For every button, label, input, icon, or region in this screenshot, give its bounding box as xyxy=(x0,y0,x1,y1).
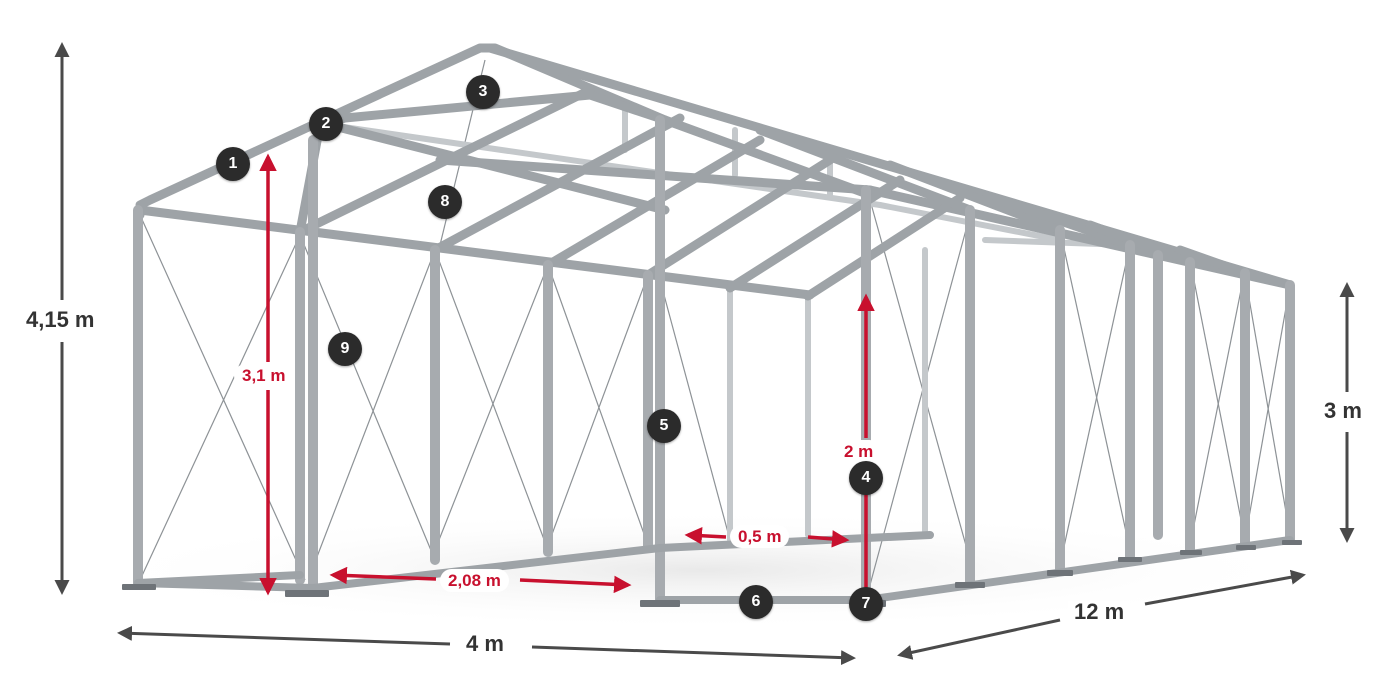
red-measure-arrows xyxy=(259,153,875,598)
marker-5: 5 xyxy=(647,409,681,443)
marker-4: 4 xyxy=(849,461,883,495)
ground-rails xyxy=(134,531,1294,604)
width-label: 4 m xyxy=(460,633,510,655)
width-4-arrow-right xyxy=(531,645,856,666)
base-plates xyxy=(122,540,1302,607)
marker-9: 9 xyxy=(328,332,362,366)
door-width-arrow-left xyxy=(329,566,437,585)
marker-2: 2 xyxy=(309,107,343,141)
marker-1: 1 xyxy=(216,147,250,181)
length-12-arrow xyxy=(897,618,1061,660)
marker-3: 3 xyxy=(466,75,500,109)
length-label: 12 m xyxy=(1068,601,1131,623)
bracing-cables xyxy=(139,59,1291,586)
marker-8: 8 xyxy=(428,185,462,219)
gap-arrow-right xyxy=(807,530,850,548)
door-height-label: 2 m xyxy=(836,440,882,463)
floor-shadow xyxy=(80,510,1320,630)
door-width-label: 2,08 m xyxy=(440,569,509,592)
length-12-arrow-right xyxy=(1144,569,1306,606)
dimension-arrows xyxy=(54,42,1355,666)
door-width-arrow-right xyxy=(519,575,632,594)
uprights xyxy=(133,115,1295,605)
side-height-label: 3 m xyxy=(1318,400,1368,422)
far-frame xyxy=(327,107,1133,543)
inner-height-label: 3,1 m xyxy=(234,364,294,387)
width-4-arrow xyxy=(117,625,451,646)
gap-arrow-left xyxy=(684,526,727,545)
marker-7: 7 xyxy=(849,587,883,621)
gap-label: 0,5 m xyxy=(730,525,790,548)
marker-6: 6 xyxy=(739,585,773,619)
total-height-label: 4,15 m xyxy=(20,309,101,331)
